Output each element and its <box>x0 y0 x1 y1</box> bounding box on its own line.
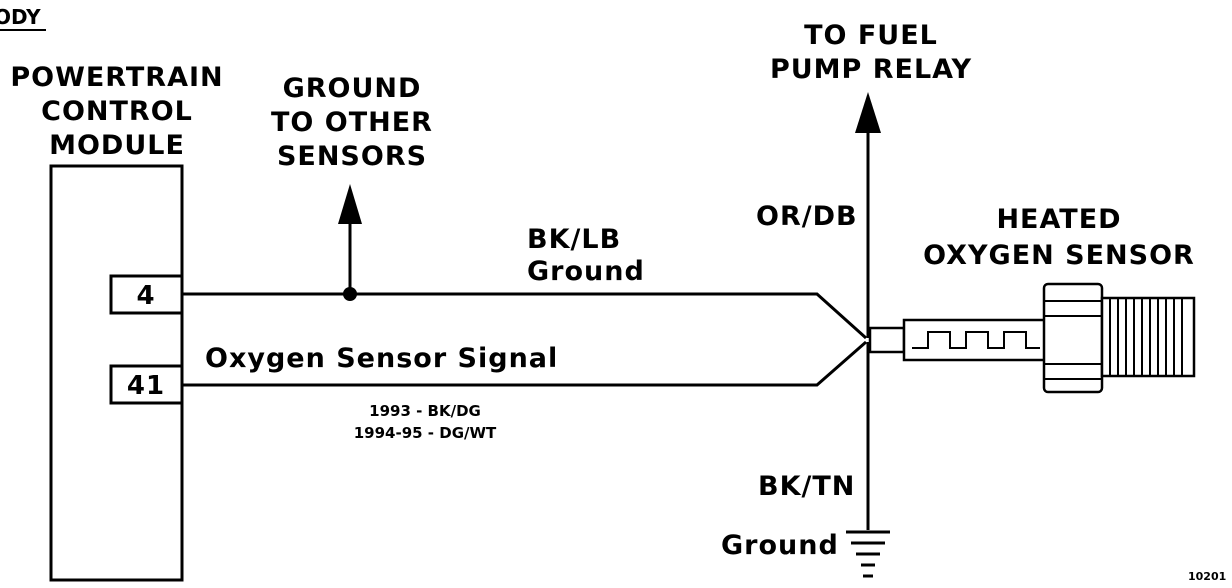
ground-other-arrow-icon <box>338 184 362 224</box>
fuel-pump-line-2: PUMP RELAY <box>770 54 972 85</box>
sensor-label-line-1: HEATED <box>996 204 1121 235</box>
ground-other-line-1: GROUND <box>283 73 422 104</box>
pcm-pin-41: 41 <box>109 364 184 405</box>
sensor-label-line-2: OXYGEN SENSOR <box>923 240 1195 271</box>
pcm-title-line-2: CONTROL <box>41 96 193 127</box>
fuel-pump-line-1: TO FUEL <box>804 20 938 51</box>
ground-wire-color: BK/LB <box>527 224 621 255</box>
signal-wire-color-1993: 1993 - BK/DG <box>369 402 481 420</box>
ground-other-label: GROUND TO OTHER SENSORS <box>271 73 433 172</box>
ground-wire-name: Ground <box>527 256 645 287</box>
ground-other-line-3: SENSORS <box>277 141 427 172</box>
ground-wire <box>182 292 868 340</box>
relay-wire-color: OR/DB <box>756 201 858 232</box>
fuel-pump-arrow-icon <box>855 92 881 133</box>
ground-symbol-icon <box>846 530 890 578</box>
corner-label: ODY <box>0 5 41 29</box>
sensor-ground-name: Ground <box>721 530 839 561</box>
pcm-title-line-3: MODULE <box>49 130 185 161</box>
signal-wire <box>182 340 867 387</box>
pcm-pin-4: 4 <box>109 274 184 315</box>
fuel-pump-label: TO FUEL PUMP RELAY <box>770 20 972 85</box>
pcm-title: POWERTRAIN CONTROL MODULE <box>10 62 223 161</box>
ground-other-line-2: TO OTHER <box>271 107 433 138</box>
sensor-ground-wire-color: BK/TN <box>758 471 855 502</box>
figure-number: 10201 <box>1188 570 1226 583</box>
sensor-label: HEATED OXYGEN SENSOR <box>923 204 1195 271</box>
pcm-pin-41-label: 41 <box>127 371 165 401</box>
signal-wire-name: Oxygen Sensor Signal <box>205 343 558 374</box>
heated-oxygen-sensor-icon <box>868 282 1196 394</box>
signal-wire-color-1994-95: 1994-95 - DG/WT <box>354 424 497 442</box>
pcm-title-line-1: POWERTRAIN <box>10 62 223 93</box>
pcm-pin-4-label: 4 <box>136 281 155 311</box>
